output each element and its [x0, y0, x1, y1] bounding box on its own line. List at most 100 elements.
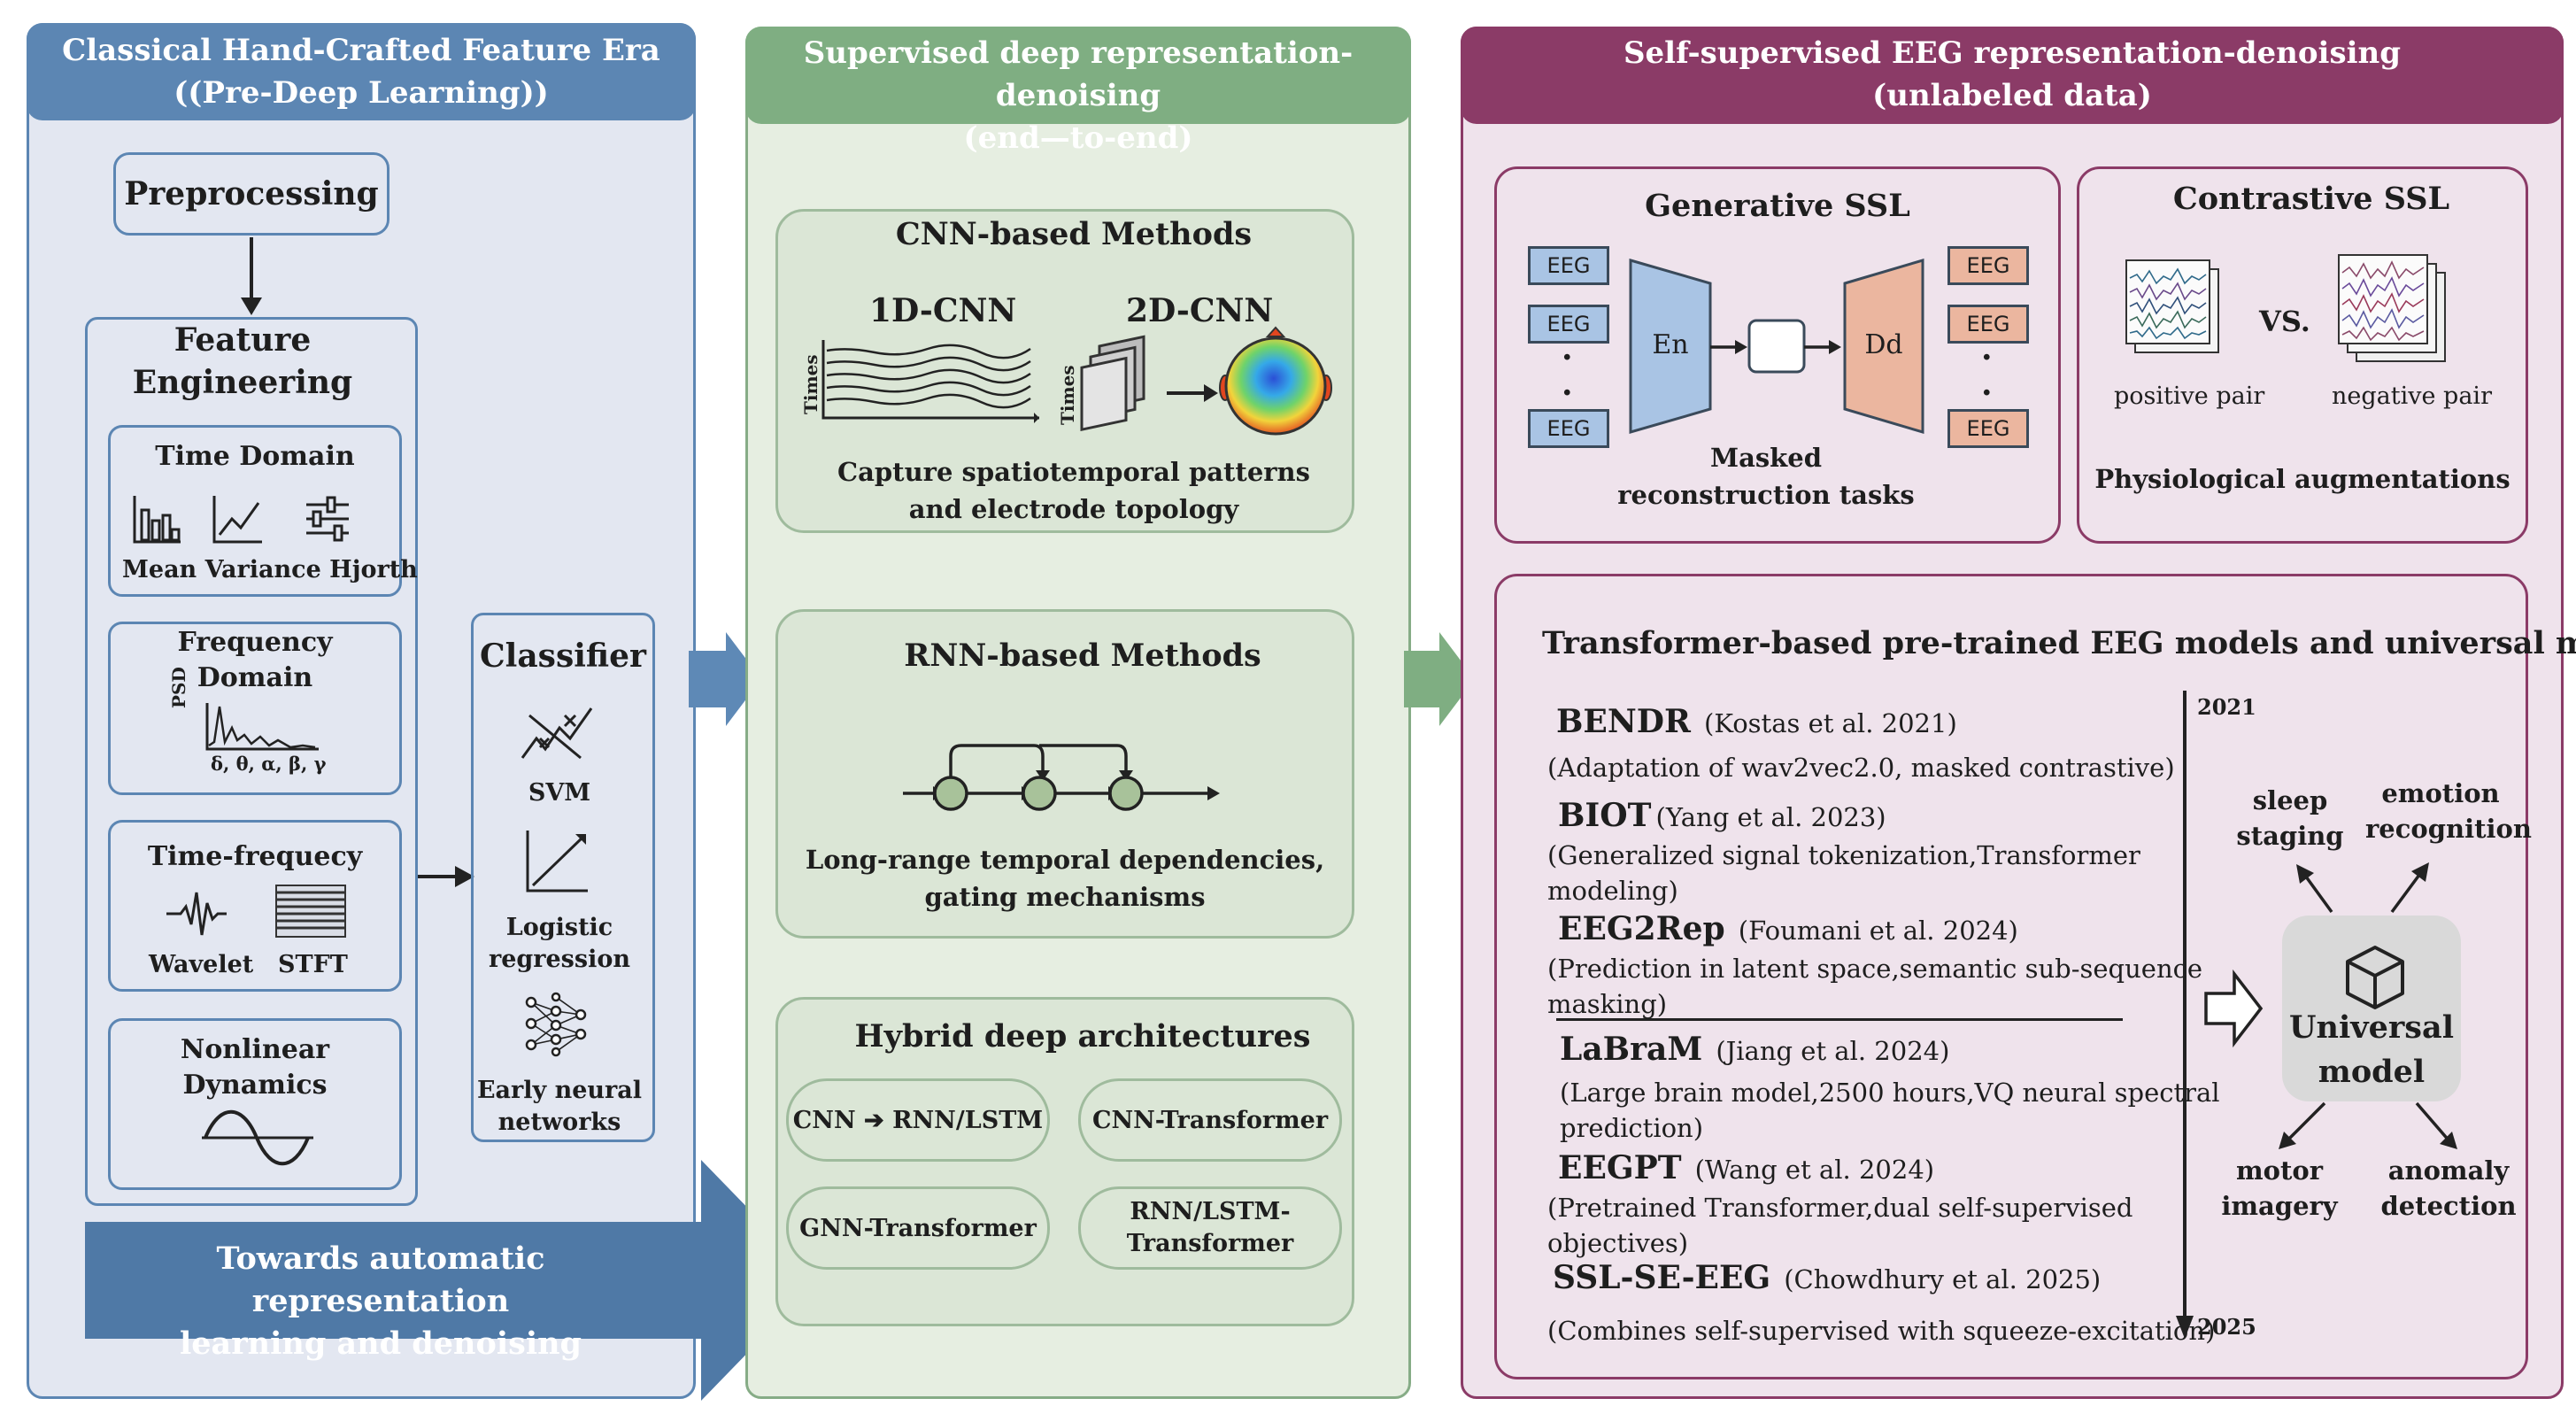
panel-classical — [27, 23, 696, 1399]
timeline-start-year: 2021 — [2197, 694, 2256, 720]
cnn-caption-1: Capture spatiotemporal patterns — [837, 457, 1310, 487]
cube-icon — [2346, 946, 2404, 1009]
eeg-output-ellipsis: ·· — [1981, 339, 1993, 412]
generative-ssl-caption: Masked reconstruction tasks — [1576, 439, 1956, 514]
rnn-recurrence-icon — [903, 744, 1220, 811]
time-frequency-title: Time-frequecy — [147, 841, 363, 872]
task-anomaly-detection-1: anomaly — [2387, 1155, 2510, 1186]
model-eegpt-desc-2: objectives) — [1547, 1228, 1689, 1258]
model-eeg2rep-cite: (Foumani et al. 2024) — [1738, 916, 2018, 946]
model-bendr-name: BENDR — [1556, 703, 1691, 740]
hybrid-item-cnn-rnn: CNN ➔ RNN/LSTM — [786, 1078, 1050, 1162]
task-anomaly-detection: anomaly detection — [2378, 1153, 2519, 1224]
model-bendr-cite: (Kostas et al. 2021) — [1704, 708, 1957, 738]
hybrid-item-cnn-rnn-label: CNN ➔ RNN/LSTM — [792, 1106, 1044, 1134]
cnn-1d-label: 1D-CNN — [869, 292, 1017, 329]
decoder-label: Dd — [1864, 329, 1903, 360]
stft-spectrogram-icon — [275, 885, 346, 938]
rnn-caption-1: Long-range temporal dependencies, — [805, 845, 1325, 875]
model-labram-name: LaBraM — [1560, 1031, 1703, 1068]
panel-supervised-title-1: Supervised deep representation-denoising — [803, 35, 1354, 113]
model-ssl-se-eeg-name: SSL-SE-EEG — [1553, 1259, 1771, 1296]
timeline-end-year: 2025 — [2197, 1314, 2256, 1340]
time-domain-title: Time Domain — [155, 441, 355, 472]
model-eegpt-desc: (Pretrained Transformer,dual self-superv… — [1547, 1190, 2133, 1261]
rnn-methods-title: RNN-based Methods — [904, 637, 1261, 674]
model-eeg2rep-desc-2: masking) — [1547, 989, 1668, 1019]
feature-engineering-title: Feature Engineering — [85, 319, 400, 404]
model-biot-cite: (Yang et al. 2023) — [1655, 802, 1886, 832]
generative-ssl-caption-2: reconstruction tasks — [1617, 480, 1915, 510]
hollow-right-arrow-icon — [2204, 969, 2264, 1048]
negative-pair-label: negative pair — [2332, 382, 2492, 410]
frequency-bands: δ, θ, α, β, γ — [211, 753, 327, 775]
model-eegpt-cite: (Wang et al. 2024) — [1694, 1155, 1935, 1185]
automatic-representation-text-2: learning and denoising — [179, 1325, 582, 1362]
cnn-2d-label: 2D-CNN — [1126, 292, 1274, 329]
frequency-domain-title: Frequency Domain — [108, 625, 402, 696]
transformer-models-title: Transformer-based pre-trained EEG models… — [1542, 625, 2576, 661]
eeg-input-ellipsis: ·· — [1562, 339, 1573, 412]
task-emotion-recognition-2: recognition — [2365, 814, 2532, 844]
automatic-representation-text: Towards automatic representation learnin… — [85, 1238, 676, 1365]
eeg-input-1: EEG — [1528, 246, 1609, 285]
preprocessing-box: Preprocessing — [113, 152, 389, 236]
model-labram-desc-2: prediction) — [1560, 1113, 1704, 1143]
contrastive-ssl-box — [2077, 166, 2528, 544]
model-eeg2rep-desc-1: (Prediction in latent space,semantic sub… — [1547, 954, 2203, 984]
panel-self-supervised-header: Self-supervised EEG representation-denoi… — [1461, 27, 2564, 124]
brain-topography-icon — [1219, 326, 1332, 436]
positive-pair-icon — [2125, 259, 2219, 353]
frequency-domain-title-2: Domain — [197, 662, 313, 693]
svm-icon — [521, 707, 593, 760]
2d-cnn-feature-maps-icon — [1080, 335, 1145, 431]
rnn-caption-2: gating mechanisms — [924, 882, 1206, 912]
model-biot: BIOT (Yang et al. 2023) — [1558, 797, 1886, 834]
rnn-caption: Long-range temporal dependencies, gating… — [775, 841, 1354, 916]
logistic-label-1: Logistic — [505, 914, 613, 941]
stft-label: STFT — [278, 951, 348, 978]
model-biot-desc-1: (Generalized signal tokenization,Transfo… — [1547, 840, 2140, 870]
transformer-models-box — [1494, 574, 2528, 1379]
model-eeg2rep-desc: (Prediction in latent space,semantic sub… — [1547, 951, 2202, 1022]
panel-self-supervised-title-1: Self-supervised EEG representation-denoi… — [1623, 35, 2402, 71]
rnn-methods-box — [775, 609, 1354, 939]
task-sleep-staging: sleep staging — [2224, 783, 2356, 854]
frequency-domain-title-1: Frequency — [177, 627, 333, 658]
model-eeg2rep: EEG2Rep (Foumani et al. 2024) — [1558, 910, 2018, 947]
task-motor-imagery: motor imagery — [2213, 1153, 2346, 1224]
logistic-label: Logistic regression — [471, 912, 648, 976]
universal-model-label-1: Universal — [2289, 1009, 2454, 1046]
model-labram-desc: (Large brain model,2500 hours,VQ neural … — [1560, 1075, 2220, 1146]
early-networks-label-2: networks — [497, 1109, 621, 1136]
neural-network-icon — [525, 992, 587, 1057]
logistic-label-2: regression — [489, 946, 630, 973]
negative-pair-icon — [2338, 254, 2446, 362]
hybrid-item-gnn-transformer: GNN-Transformer — [786, 1186, 1050, 1270]
hybrid-item-cnn-transformer: CNN-Transformer — [1078, 1078, 1342, 1162]
hybrid-item-rnn-transformer-label: RNN/LSTM- Transformer — [1126, 1198, 1294, 1257]
model-eegpt: EEGPT (Wang et al. 2024) — [1558, 1149, 1934, 1186]
nonlinear-title-2: Dynamics — [182, 1070, 328, 1101]
time-frequency-box — [108, 820, 402, 992]
eeg-output-2: EEG — [1947, 305, 2029, 344]
hybrid-architectures-box — [775, 997, 1354, 1326]
eeg-output-1: EEG — [1947, 246, 2029, 285]
eeg-input-3: EEG — [1528, 409, 1609, 448]
eeg-1d-signal-icon — [821, 340, 1039, 423]
model-bendr-desc: (Adaptation of wav2vec2.0, masked contra… — [1547, 753, 2175, 783]
model-ssl-se-eeg-cite: (Chowdhury et al. 2025) — [1784, 1264, 2102, 1294]
trend-line-icon — [212, 496, 262, 544]
hybrid-architectures-title: Hybrid deep architectures — [854, 1018, 1311, 1055]
model-ssl-se-eeg: SSL-SE-EEG (Chowdhury et al. 2025) — [1553, 1259, 2101, 1296]
panel-supervised-header: Supervised deep representation-denoising… — [745, 27, 1411, 156]
logistic-regression-icon — [526, 831, 588, 892]
task-emotion-recognition: emotion recognition — [2365, 776, 2532, 846]
model-eegpt-name: EEGPT — [1558, 1149, 1682, 1186]
model-biot-name: BIOT — [1558, 797, 1652, 834]
task-sleep-staging-1: sleep — [2252, 785, 2328, 815]
